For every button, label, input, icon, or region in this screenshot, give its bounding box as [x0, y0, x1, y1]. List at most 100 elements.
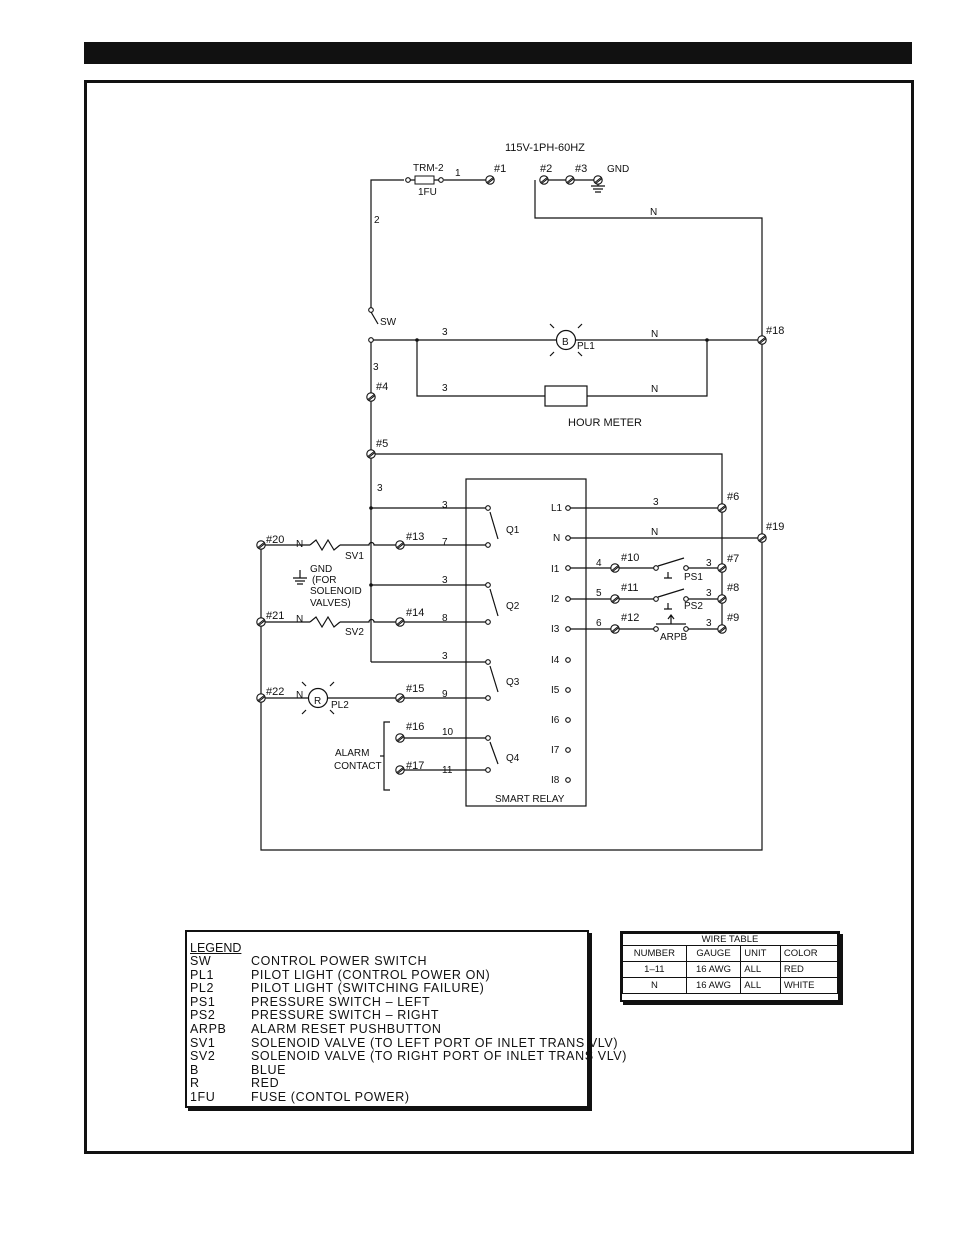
terminal-15-label: #15: [406, 683, 424, 695]
legend-desc: ALARM RESET PUSHBUTTON: [251, 1022, 442, 1036]
terminal-slot: [612, 627, 619, 633]
relay-input-i5: I5: [551, 685, 560, 696]
wire-label: 1: [455, 168, 461, 179]
legend-desc: FUSE (CONTOL POWER): [251, 1090, 410, 1104]
terminal-screw: [539, 175, 549, 185]
terminal-10-label: #10: [621, 552, 639, 564]
terminal-slot: [257, 542, 265, 548]
relay-switch: [489, 665, 499, 693]
terminal-2-label: #2: [540, 163, 552, 175]
terminal-slot: [396, 542, 404, 548]
wire-table-title: WIRE TABLE: [622, 933, 838, 946]
terminal-slot: [611, 565, 619, 571]
legend-desc: PRESSURE SWITCH – LEFT: [251, 994, 431, 1009]
wire-table-cell: ALL: [740, 977, 781, 994]
terminal-screw: [395, 693, 405, 703]
legend-code: PL1: [190, 967, 215, 982]
switch-contact: [653, 596, 659, 602]
wire-label: 4: [596, 558, 602, 569]
wire-table-cell: 1–11: [622, 961, 687, 978]
arpb-label: ARPB: [660, 632, 688, 643]
alarm-label-1: ALARM: [335, 748, 369, 759]
terminal-slot: [758, 535, 766, 541]
terminal-blocks: [256, 175, 767, 775]
wire-label: 3: [442, 327, 448, 338]
wire-label: 3: [442, 383, 448, 394]
terminal-slot: [611, 596, 619, 602]
terminal-slot: [368, 395, 375, 401]
wire-table-header: COLOR: [779, 945, 839, 962]
terminal-slot: [397, 768, 404, 774]
smart-relay-label: SMART RELAY: [495, 794, 565, 805]
sv1-label: SV1: [345, 551, 364, 562]
terminal-slot: [758, 337, 766, 343]
terminal-screw: [565, 175, 575, 185]
terminal-slot: [759, 536, 766, 542]
pilot-light-icon: [307, 687, 329, 709]
terminal-slot: [595, 178, 602, 184]
pressure-switch: [657, 588, 685, 610]
switch-blade: [370, 311, 379, 325]
legend-title: LEGEND: [190, 941, 242, 955]
relay-input-i3: I3: [551, 624, 560, 635]
terminal-3-label: #3: [575, 163, 587, 175]
gnd-sol-label-4: VALVES): [310, 598, 351, 609]
alarm-bracket: [383, 721, 390, 791]
wire-label: 8: [442, 613, 448, 624]
terminal-5-label: #5: [376, 438, 388, 450]
neutral-wire: [587, 340, 708, 397]
wire-table-header: GAUGE: [685, 945, 742, 962]
legend-code: B: [190, 1062, 199, 1077]
wire-label: N: [651, 527, 658, 538]
relay-output-q1: Q1: [506, 525, 520, 536]
relay-input-i2: I2: [551, 594, 560, 605]
gnd-sol-label-3: SOLENOID: [310, 586, 362, 597]
wire-label: 9: [442, 689, 448, 700]
relay-input-i4: I4: [551, 655, 560, 666]
terminal-4-label: #4: [376, 381, 388, 393]
smart-relay-box: [465, 478, 587, 807]
legend-desc: PILOT LIGHT (SWITCHING FAILURE): [251, 981, 485, 996]
terminal-slot: [258, 543, 265, 549]
hour-meter-label: HOUR METER: [568, 417, 642, 429]
terminal-slot: [718, 505, 726, 511]
relay-input-i1: I1: [551, 564, 560, 575]
legend-code: PS1: [190, 994, 216, 1009]
relay-contact: [485, 735, 491, 741]
wire-label: 3: [706, 558, 712, 569]
wire-label: N: [296, 539, 303, 550]
terminal-slot: [486, 177, 494, 183]
relay-input-i8: I8: [551, 775, 560, 786]
terminal-screw: [485, 175, 495, 185]
terminal-screw: [395, 765, 405, 775]
relay-input-terminal: [565, 505, 571, 511]
neutral-wire: [534, 180, 763, 340]
terminal-11-label: #11: [621, 582, 639, 594]
wire-label: N: [296, 690, 303, 701]
relay-output-q2: Q2: [506, 601, 520, 612]
wire-table: WIRE TABLE NUMBER GAUGE UNIT COLOR 1–11 …: [620, 931, 840, 1002]
wire-table-cell: N: [622, 977, 687, 994]
terminal-screw: [395, 540, 405, 550]
terminal-slot: [257, 619, 265, 625]
wire-label: N: [650, 207, 657, 218]
terminal-slot: [397, 736, 404, 742]
junction-dot: [415, 338, 419, 342]
terminal-slot: [487, 178, 494, 184]
components: [307, 175, 709, 807]
terminal-13-label: #13: [406, 531, 424, 543]
terminal-slot: [594, 177, 602, 183]
wire-label: N: [651, 384, 658, 395]
ps1-label: PS1: [684, 572, 703, 583]
terminal-slot: [540, 177, 548, 183]
hour-meter-body: [544, 385, 588, 407]
terminal-slot: [718, 596, 726, 602]
terminal-screw: [256, 540, 266, 550]
wire-label: 3: [442, 651, 448, 662]
terminal-slot: [566, 177, 574, 183]
